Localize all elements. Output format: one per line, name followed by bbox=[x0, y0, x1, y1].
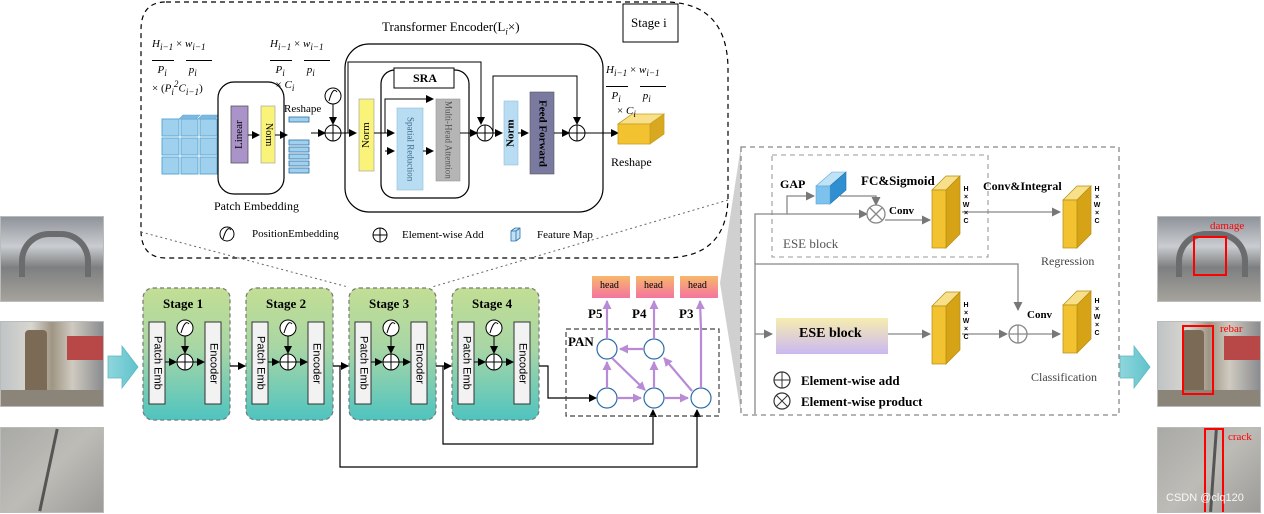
legend-elementwise-add: Element-wise add bbox=[801, 373, 900, 388]
zoom-wedge bbox=[720, 146, 741, 414]
regression-label: Regression bbox=[1041, 254, 1095, 268]
stage-3-patch-emb: Patch Emb bbox=[357, 336, 370, 390]
encoder-detail-panel bbox=[140, 1, 729, 259]
stage-3-encoder: Encoder bbox=[413, 342, 426, 384]
conv-label-1: Conv bbox=[889, 205, 915, 217]
pan-graph bbox=[596, 300, 712, 409]
stage-3-title: Stage 3 bbox=[369, 296, 410, 311]
damage-label: damage bbox=[1210, 220, 1245, 232]
crack-label: crack bbox=[1228, 431, 1252, 443]
ese-block-label: ESE block bbox=[799, 326, 862, 341]
reshape-token-strips bbox=[288, 116, 310, 174]
input-image-pillar bbox=[0, 321, 104, 407]
stage-1-encoder: Encoder bbox=[207, 342, 220, 384]
stage-2-encoder: Encoder bbox=[310, 342, 323, 384]
level-p3: P3 bbox=[679, 306, 694, 321]
norm-layer-patch: Norm bbox=[263, 122, 274, 147]
norm-layer-2: Norm bbox=[504, 119, 517, 147]
classification-label: Classification bbox=[1031, 370, 1097, 384]
patch-embedding-label: Patch Embedding bbox=[214, 199, 299, 213]
output-image-rebar: rebar bbox=[1157, 321, 1261, 407]
stage-i-badge: Stage i bbox=[631, 15, 667, 30]
stage-4-encoder: Encoder bbox=[516, 342, 529, 384]
input-shape-formula: Hi−1 × wi−1 Pi pi × (Pi2Ci−1) bbox=[152, 38, 212, 97]
output-image-damage: damage bbox=[1157, 216, 1261, 302]
stage-i-badge-box bbox=[622, 3, 679, 43]
reshape-out-label: Reshape bbox=[611, 155, 652, 169]
linear-layer: Linear bbox=[233, 120, 245, 149]
rebar-label: rebar bbox=[1220, 323, 1243, 335]
fc-sigmoid-label: FC&Sigmoid bbox=[861, 173, 935, 188]
feed-forward-layer: Feed Forward bbox=[536, 99, 549, 167]
input-arrow bbox=[107, 344, 139, 390]
input-feature-map-cubes bbox=[161, 114, 222, 175]
output-arrow bbox=[1119, 344, 1151, 390]
csdn-watermark: CSDN @clq120 bbox=[1166, 492, 1244, 504]
transformer-encoder-title: Transformer Encoder(Li×) bbox=[382, 19, 520, 37]
cuboid-2-shape: H×W×C bbox=[1093, 186, 1101, 225]
output-feature-cube bbox=[616, 113, 666, 145]
gap-label: GAP bbox=[780, 177, 806, 191]
reshape-in-label: Reshape bbox=[284, 103, 322, 115]
output-shape-formula: Hi−1 × wi−1 Pi pi × Ci bbox=[606, 64, 666, 119]
norm-layer-1: Norm bbox=[360, 122, 372, 148]
cuboid-3-shape: H×W×C bbox=[962, 302, 970, 341]
head-p4: head bbox=[644, 280, 663, 291]
spatial-reduction-layer: Spatial Reduction bbox=[405, 116, 416, 182]
legend-position-embedding: PositionEmbedding bbox=[252, 228, 339, 240]
level-p5: P5 bbox=[588, 306, 603, 321]
head-box-p4 bbox=[636, 276, 674, 298]
ese-block-detail-label: ESE block bbox=[783, 236, 839, 251]
crack-bbox bbox=[1204, 428, 1224, 512]
transformer-encoder-block bbox=[344, 43, 604, 213]
legend-feature-map: Feature Map bbox=[537, 229, 593, 241]
cuboid-4-shape: H×W×C bbox=[1093, 298, 1101, 337]
cuboid-1-shape: H×W×C bbox=[962, 186, 970, 225]
stage-internals bbox=[148, 319, 531, 405]
stage-1-title: Stage 1 bbox=[163, 296, 204, 311]
head-p5: head bbox=[600, 280, 619, 291]
stage-4-patch-emb: Patch Emb bbox=[460, 336, 473, 390]
input-image-bridge bbox=[0, 216, 104, 302]
sra-label: SRA bbox=[413, 71, 438, 85]
legend-elementwise-product: Element-wise product bbox=[801, 394, 923, 409]
stage-2-title: Stage 2 bbox=[266, 296, 307, 311]
stage-2-patch-emb: Patch Emb bbox=[254, 336, 267, 390]
head-box-p5 bbox=[592, 276, 630, 298]
head-box-p3 bbox=[680, 276, 718, 298]
multi-head-attention-layer: Multi-Head Attention bbox=[443, 101, 454, 179]
stage-4-title: Stage 4 bbox=[472, 296, 513, 311]
input-image-crack bbox=[0, 427, 104, 513]
damage-bbox bbox=[1193, 236, 1227, 276]
head-p3: head bbox=[688, 280, 707, 291]
conv-label-2: Conv bbox=[1027, 309, 1053, 321]
output-image-crack: crack bbox=[1157, 427, 1261, 513]
rebar-bbox bbox=[1182, 325, 1214, 395]
mid-shape-formula: Hi−1 × wi−1 Pi pi × Ci bbox=[270, 38, 330, 93]
pan-label: PAN bbox=[568, 334, 594, 349]
conv-integral-label: Conv&Integral bbox=[983, 179, 1062, 193]
ese-block-detail bbox=[771, 154, 989, 258]
stage-1-patch-emb: Patch Emb bbox=[151, 336, 164, 390]
head-detail-panel bbox=[740, 146, 1120, 416]
ese-block-box bbox=[776, 318, 888, 354]
pan-box bbox=[565, 328, 720, 417]
level-p4: P4 bbox=[632, 306, 647, 321]
legend-element-wise-add: Element-wise Add bbox=[402, 229, 484, 241]
